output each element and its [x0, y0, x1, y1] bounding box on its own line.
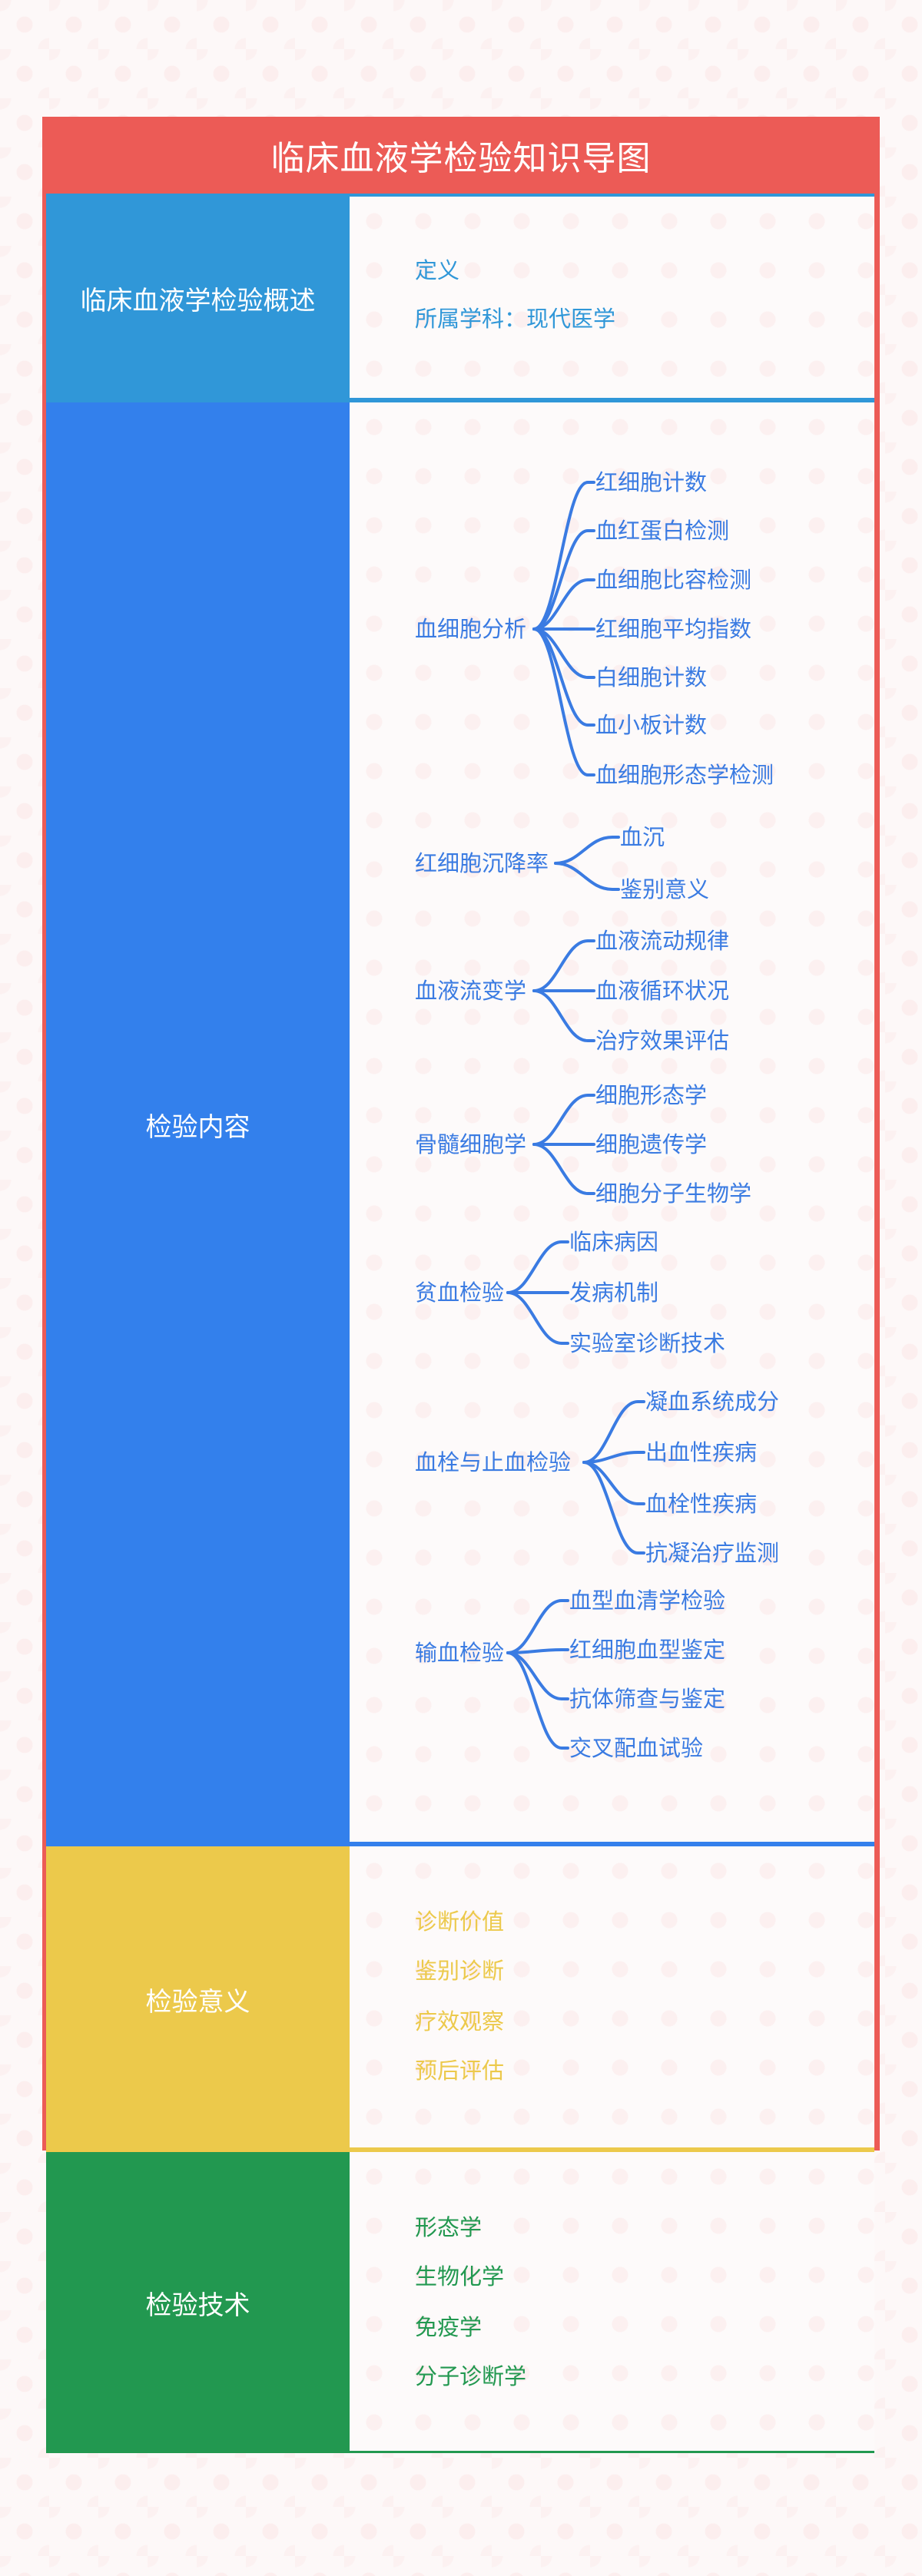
branch-label: 输血检验: [415, 1640, 504, 1666]
list-item: 形态学: [415, 2214, 483, 2240]
section-content-mindmap: 血细胞分析 红细胞计数 血红蛋白检测 血细胞比容检测 红细胞平均指数 白细胞计数…: [350, 402, 874, 1842]
leaf-label: 血栓性疾病: [645, 1491, 757, 1517]
branch-label: 红细胞沉降率: [415, 850, 549, 876]
list-item: 生物化学: [415, 2263, 505, 2290]
leaf-label: 血液流动规律: [595, 928, 729, 954]
leaf-label: 出血性疾病: [645, 1439, 757, 1465]
section-content-techniques: 形态学 生物化学 免疫学 分子诊断学: [350, 2152, 874, 2451]
leaf-label: 血红蛋白检测: [595, 518, 729, 544]
leaf-label: 鉴别意义: [620, 876, 709, 902]
list-item: 分子诊断学: [415, 2363, 527, 2389]
branch-esr: 红细胞沉降率 血沉 鉴别意义: [415, 824, 709, 902]
section-label-significance: 检验意义: [46, 1846, 350, 2152]
section-top-divider: [350, 194, 874, 197]
branch-label: 血细胞分析: [415, 616, 526, 642]
leaf-label: 治疗效果评估: [595, 1028, 729, 1054]
branch-label: 贫血检验: [415, 1280, 504, 1306]
section-content: 检验内容 血细胞分析 红细胞计数 血红蛋白检测 血细胞比容检测 红细胞平均指数: [46, 402, 874, 1846]
leaf-label: 发病机制: [569, 1280, 658, 1306]
list-item: 预后评估: [415, 2058, 505, 2084]
section-bottom-divider: [350, 2147, 874, 2152]
leaf-label: 血液循环状况: [595, 978, 729, 1004]
list-item: 免疫学: [415, 2314, 483, 2340]
leaf-label: 临床病因: [569, 1229, 658, 1255]
branch-thrombosis-hemostasis: 血栓与止血检验 凝血系统成分 出血性疾病 血栓性疾病 抗凝治疗监测: [415, 1389, 779, 1566]
leaf-label: 血沉: [620, 824, 665, 850]
branch-hemorheology: 血液流变学 血液流动规律 血液循环状况 治疗效果评估: [415, 928, 729, 1054]
leaf-label: 细胞分子生物学: [595, 1180, 751, 1207]
section-label-overview: 临床血液学检验概述: [46, 194, 350, 402]
section-bottom-divider: [350, 1842, 874, 1846]
section-content-overview: 定义 所属学科：现代医学: [350, 197, 874, 398]
page-title: 临床血液学检验知识导图: [270, 139, 652, 178]
leaf-label: 血型血清学检验: [569, 1588, 725, 1614]
leaf-label: 细胞遗传学: [595, 1131, 707, 1157]
section-techniques: 检验技术 形态学 生物化学 免疫学 分子诊断学: [46, 2152, 874, 2453]
leaf-label: 白细胞计数: [595, 664, 707, 690]
branch-anemia-test: 贫血检验 临床病因 发病机制 实验室诊断技术: [415, 1229, 725, 1356]
list-item: 疗效观察: [415, 2008, 505, 2035]
section-overview: 临床血液学检验概述 定义 所属学科：现代医学: [46, 194, 874, 402]
section-bottom-divider: [350, 2451, 874, 2453]
leaf-label: 红细胞平均指数: [595, 616, 751, 642]
leaf-label: 红细胞计数: [595, 469, 707, 495]
list-item: 诊断价值: [415, 1909, 505, 1935]
branch-label: 血液流变学: [415, 978, 526, 1004]
leaf-label: 抗凝治疗监测: [645, 1540, 779, 1566]
branch-label: 血栓与止血检验: [415, 1449, 571, 1475]
section-significance: 检验意义 诊断价值 鉴别诊断 疗效观察 预后评估: [46, 1846, 874, 2152]
branch-label: 骨髓细胞学: [415, 1131, 526, 1157]
leaf-label: 红细胞血型鉴定: [569, 1637, 725, 1663]
branch-blood-cell-analysis: 血细胞分析 红细胞计数 血红蛋白检测 血细胞比容检测 红细胞平均指数 白细胞计数…: [415, 469, 774, 788]
list-item: 所属学科：现代医学: [415, 306, 616, 332]
list-item: 定义: [415, 257, 460, 283]
mind-map-tree: 血细胞分析 红细胞计数 血红蛋白检测 血细胞比容检测 红细胞平均指数 白细胞计数…: [415, 469, 779, 1761]
leaf-label: 血细胞形态学检测: [595, 762, 774, 788]
leaf-label: 血细胞比容检测: [595, 567, 751, 593]
leaf-label: 凝血系统成分: [645, 1389, 779, 1415]
section-bottom-divider: [350, 398, 874, 402]
leaf-label: 血小板计数: [595, 712, 707, 738]
leaf-label: 实验室诊断技术: [569, 1330, 725, 1356]
leaf-label: 交叉配血试验: [569, 1735, 703, 1761]
list-item: 鉴别诊断: [415, 1958, 505, 1984]
mind-map-frame: 临床血液学检验知识导图 临床血液学检验概述 定义 所属学科：现代医学 检验内容 …: [42, 117, 880, 2453]
branch-bone-marrow-cytology: 骨髓细胞学 细胞形态学 细胞遗传学 细胞分子生物学: [415, 1082, 751, 1207]
section-content-significance: 诊断价值 鉴别诊断 疗效观察 预后评估: [350, 1846, 874, 2147]
section-label-techniques: 检验技术: [46, 2152, 350, 2453]
leaf-label: 抗体筛查与鉴定: [569, 1686, 725, 1712]
branch-transfusion-test: 输血检验 血型血清学检验 红细胞血型鉴定 抗体筛查与鉴定 交叉配血试验: [415, 1588, 725, 1761]
section-label-content: 检验内容: [46, 402, 350, 1846]
leaf-label: 细胞形态学: [595, 1082, 707, 1108]
